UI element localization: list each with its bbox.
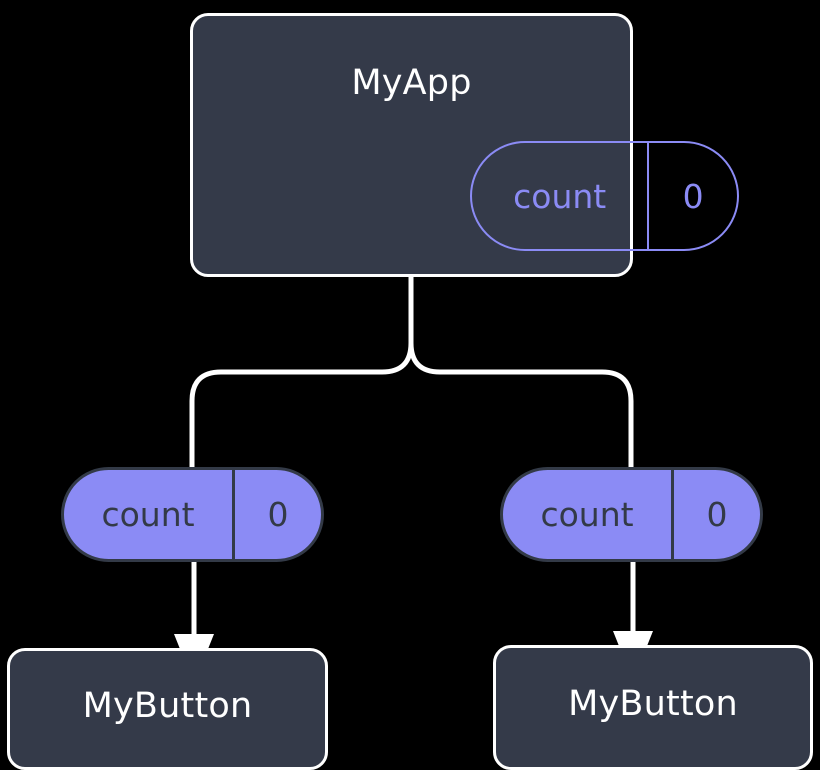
signal-pill-myapp-count[interactable]: count 0 bbox=[470, 141, 739, 251]
signal-value: 0 bbox=[647, 143, 737, 249]
signal-value: 0 bbox=[232, 470, 321, 559]
component-title-myapp: MyApp bbox=[351, 63, 472, 103]
root-split-connector-left-leg bbox=[189, 340, 414, 470]
signal-value: 0 bbox=[671, 470, 760, 559]
signal-name: count bbox=[101, 495, 195, 534]
component-node-myapp[interactable]: MyApp count 0 bbox=[190, 13, 739, 277]
signal-pill-right-count[interactable]: count 0 bbox=[500, 467, 763, 562]
component-node-mybutton-right[interactable]: MyButton bbox=[493, 645, 813, 770]
signal-name: count bbox=[513, 176, 607, 216]
component-title-mybutton-right: MyButton bbox=[568, 684, 738, 724]
root-split-connector bbox=[408, 274, 634, 470]
component-node-mybutton-left[interactable]: MyButton bbox=[7, 648, 328, 770]
signal-name: count bbox=[540, 495, 634, 534]
component-title-mybutton-left: MyButton bbox=[82, 685, 253, 726]
signal-pill-left-count[interactable]: count 0 bbox=[61, 467, 324, 562]
